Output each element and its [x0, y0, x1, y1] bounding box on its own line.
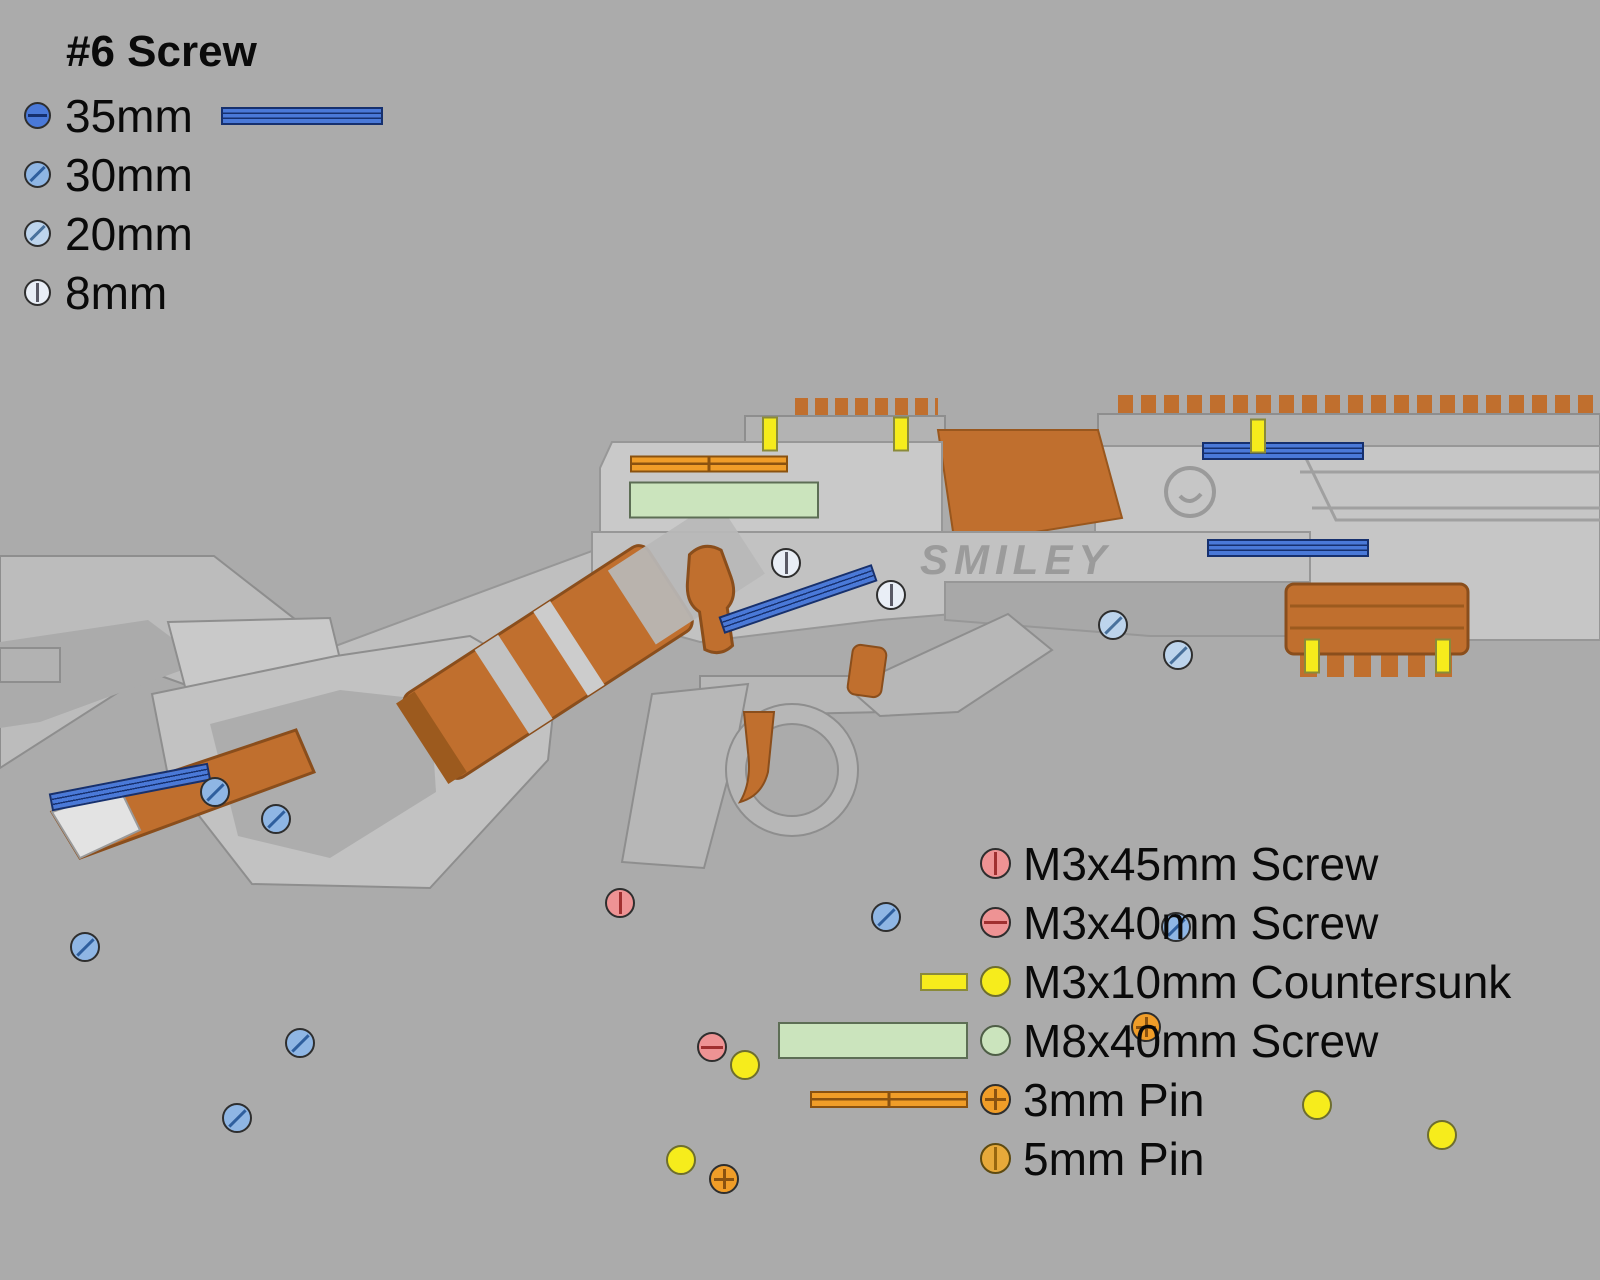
m3x40-label: M3x40mm Screw: [1023, 896, 1379, 949]
marker-m3x10: [730, 1050, 760, 1080]
m3x45-screw-icon: [980, 848, 1011, 879]
screw-8mm-icon: [24, 279, 51, 306]
marker-barYellow: [762, 416, 778, 452]
screw-35mm-sample-bar: [220, 106, 383, 125]
m8x40-label: M8x40mm Screw: [1023, 1014, 1379, 1067]
sample-slot: [738, 1022, 968, 1059]
marker-screw30: [871, 902, 901, 932]
pin-5mm-label: 5mm Pin: [1023, 1132, 1205, 1185]
screw-30mm-icon: [24, 161, 51, 188]
marker-barYellow: [1304, 638, 1320, 674]
marker-screw8: [771, 548, 801, 578]
stock: [0, 555, 350, 770]
screw-20mm-icon: [24, 220, 51, 247]
marker-screw30: [222, 1103, 252, 1133]
legend-item-5mm-pin: 5mm Pin: [738, 1129, 1511, 1188]
pin-3mm-label: 3mm Pin: [1023, 1073, 1205, 1126]
screw-size-legend: #6 Screw 35mm 30mm 20mm 8mm: [24, 26, 383, 322]
marker-bar35: [1202, 442, 1364, 460]
legend-item-35mm: 35mm: [24, 86, 383, 145]
pin3-sample-bar: [810, 1091, 968, 1108]
legend-item-30mm: 30mm: [24, 145, 383, 204]
legend-item-m8x40: M8x40mm Screw: [738, 1011, 1511, 1070]
marker-screw8: [876, 580, 906, 610]
screw-30mm-label: 30mm: [65, 148, 193, 201]
legend-item-20mm: 20mm: [24, 204, 383, 263]
marker-screw30: [200, 777, 230, 807]
m8x40-sample-bar: [778, 1022, 968, 1059]
grip-trigger-group: [620, 612, 1054, 870]
m3x10-sample-bar: [920, 972, 968, 991]
m8x40-screw-icon: [980, 1025, 1011, 1056]
legend-item-m3x40: M3x40mm Screw: [738, 893, 1511, 952]
marker-barYellow: [1435, 638, 1451, 674]
sample-slot: [738, 972, 968, 991]
pump-cylinder: [396, 499, 765, 784]
m3x40-screw-icon: [980, 907, 1011, 938]
legend-item-m3x45: M3x45mm Screw: [738, 834, 1511, 893]
screw-35mm-icon: [24, 102, 51, 129]
marker-barYellow: [1250, 418, 1266, 454]
marker-screw30: [261, 804, 291, 834]
legend-item-3mm-pin: 3mm Pin: [738, 1070, 1511, 1129]
marker-screw30: [70, 932, 100, 962]
marker-m3x10: [666, 1145, 696, 1175]
legend-item-8mm: 8mm: [24, 263, 383, 322]
screw-legend-title: #6 Screw: [66, 27, 257, 76]
marker-screw20: [1098, 610, 1128, 640]
marker-m3x10: [1302, 1090, 1332, 1120]
marker-m3x45: [605, 888, 635, 918]
marker-bar35: [1207, 539, 1369, 557]
marker-screw20: [1163, 640, 1193, 670]
marker-barOrange: [630, 455, 788, 473]
legend-item-m3x10: M3x10mm Countersunk: [738, 952, 1511, 1011]
marker-pin3: [709, 1164, 739, 1194]
marker-m3x10: [1427, 1120, 1457, 1150]
marker-screw30: [285, 1028, 315, 1058]
m3x10-countersunk-icon: [980, 966, 1011, 997]
marker-barGreen: [629, 481, 819, 519]
marker-layer: [0, 0, 1600, 647]
m3x45-label: M3x45mm Screw: [1023, 837, 1379, 890]
fastener-legend: M3x45mm Screw M3x40mm Screw M3x10mm Coun…: [738, 834, 1511, 1188]
marker-m3x40: [697, 1032, 727, 1062]
m3x10-label: M3x10mm Countersunk: [1023, 955, 1512, 1008]
screw-35mm-label: 35mm: [65, 89, 193, 142]
screw-8mm-label: 8mm: [65, 266, 168, 319]
sample-slot: [738, 1091, 968, 1108]
top-rail-right: [1097, 395, 1600, 447]
marker-pin3: [1131, 1012, 1161, 1042]
bottom-accessory-rail: [1284, 582, 1470, 677]
marker-screw30: [1161, 912, 1191, 942]
screw-20mm-label: 20mm: [65, 207, 193, 260]
logo-text: SMILEY: [920, 536, 1112, 583]
marker-barYellow: [893, 416, 909, 452]
pin-3mm-icon: [980, 1084, 1011, 1115]
pin-5mm-icon: [980, 1143, 1011, 1174]
